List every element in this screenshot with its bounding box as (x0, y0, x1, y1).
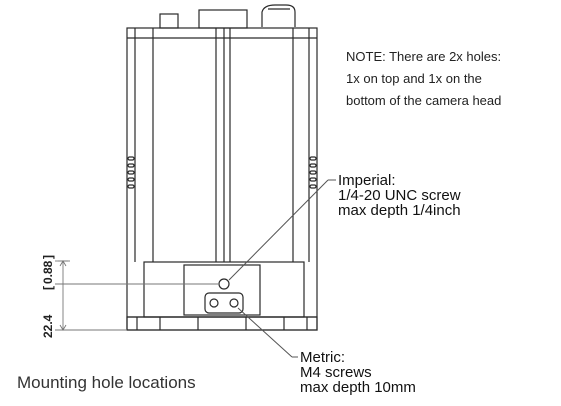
top-connector-center (198, 9, 248, 29)
imperial-screw: 1/4-20 UNC screw (338, 187, 461, 204)
dimension-bracket-open: [ (41, 286, 55, 290)
metric-leader (237, 307, 293, 358)
note-line-1: NOTE: There are 2x holes: (346, 49, 502, 64)
top-connector-right (261, 4, 296, 27)
imperial-title: Imperial: (338, 172, 396, 189)
hole-plate (183, 264, 261, 316)
vent-slots-right (309, 156, 317, 189)
note-line-3: bottom of the camera head (346, 93, 502, 108)
note-text: NOTE: There are 2x holes: 1x on top and … (346, 47, 501, 111)
imperial-depth: max depth 1/4inch (338, 202, 461, 219)
note-line-2: 1x on top and 1x on the (346, 71, 482, 86)
imperial-spec: Imperial: 1/4-20 UNC screw max depth 1/4… (338, 173, 461, 218)
metric-hole-bracket (204, 292, 244, 314)
dimension-outer-label: 22.4 (41, 314, 55, 338)
dimension-lines (55, 260, 218, 331)
caption: Mounting hole locations (17, 373, 196, 392)
metric-spec: Metric: M4 screws max depth 10mm (300, 350, 416, 395)
metric-hole-left (209, 298, 219, 308)
vent-slots-left (127, 156, 135, 189)
metric-hole-right (229, 298, 239, 308)
imperial-leader (228, 179, 329, 281)
dimension-inner-label: 0.88 (41, 260, 55, 284)
metric-title: Metric: (300, 349, 345, 366)
imperial-hole (218, 278, 230, 290)
dimension-bracket-close: ] (41, 255, 55, 259)
metric-screw: M4 screws (300, 364, 372, 381)
top-connector-left (159, 13, 179, 29)
metric-depth: max depth 10mm (300, 379, 416, 396)
camera-body (126, 27, 318, 331)
